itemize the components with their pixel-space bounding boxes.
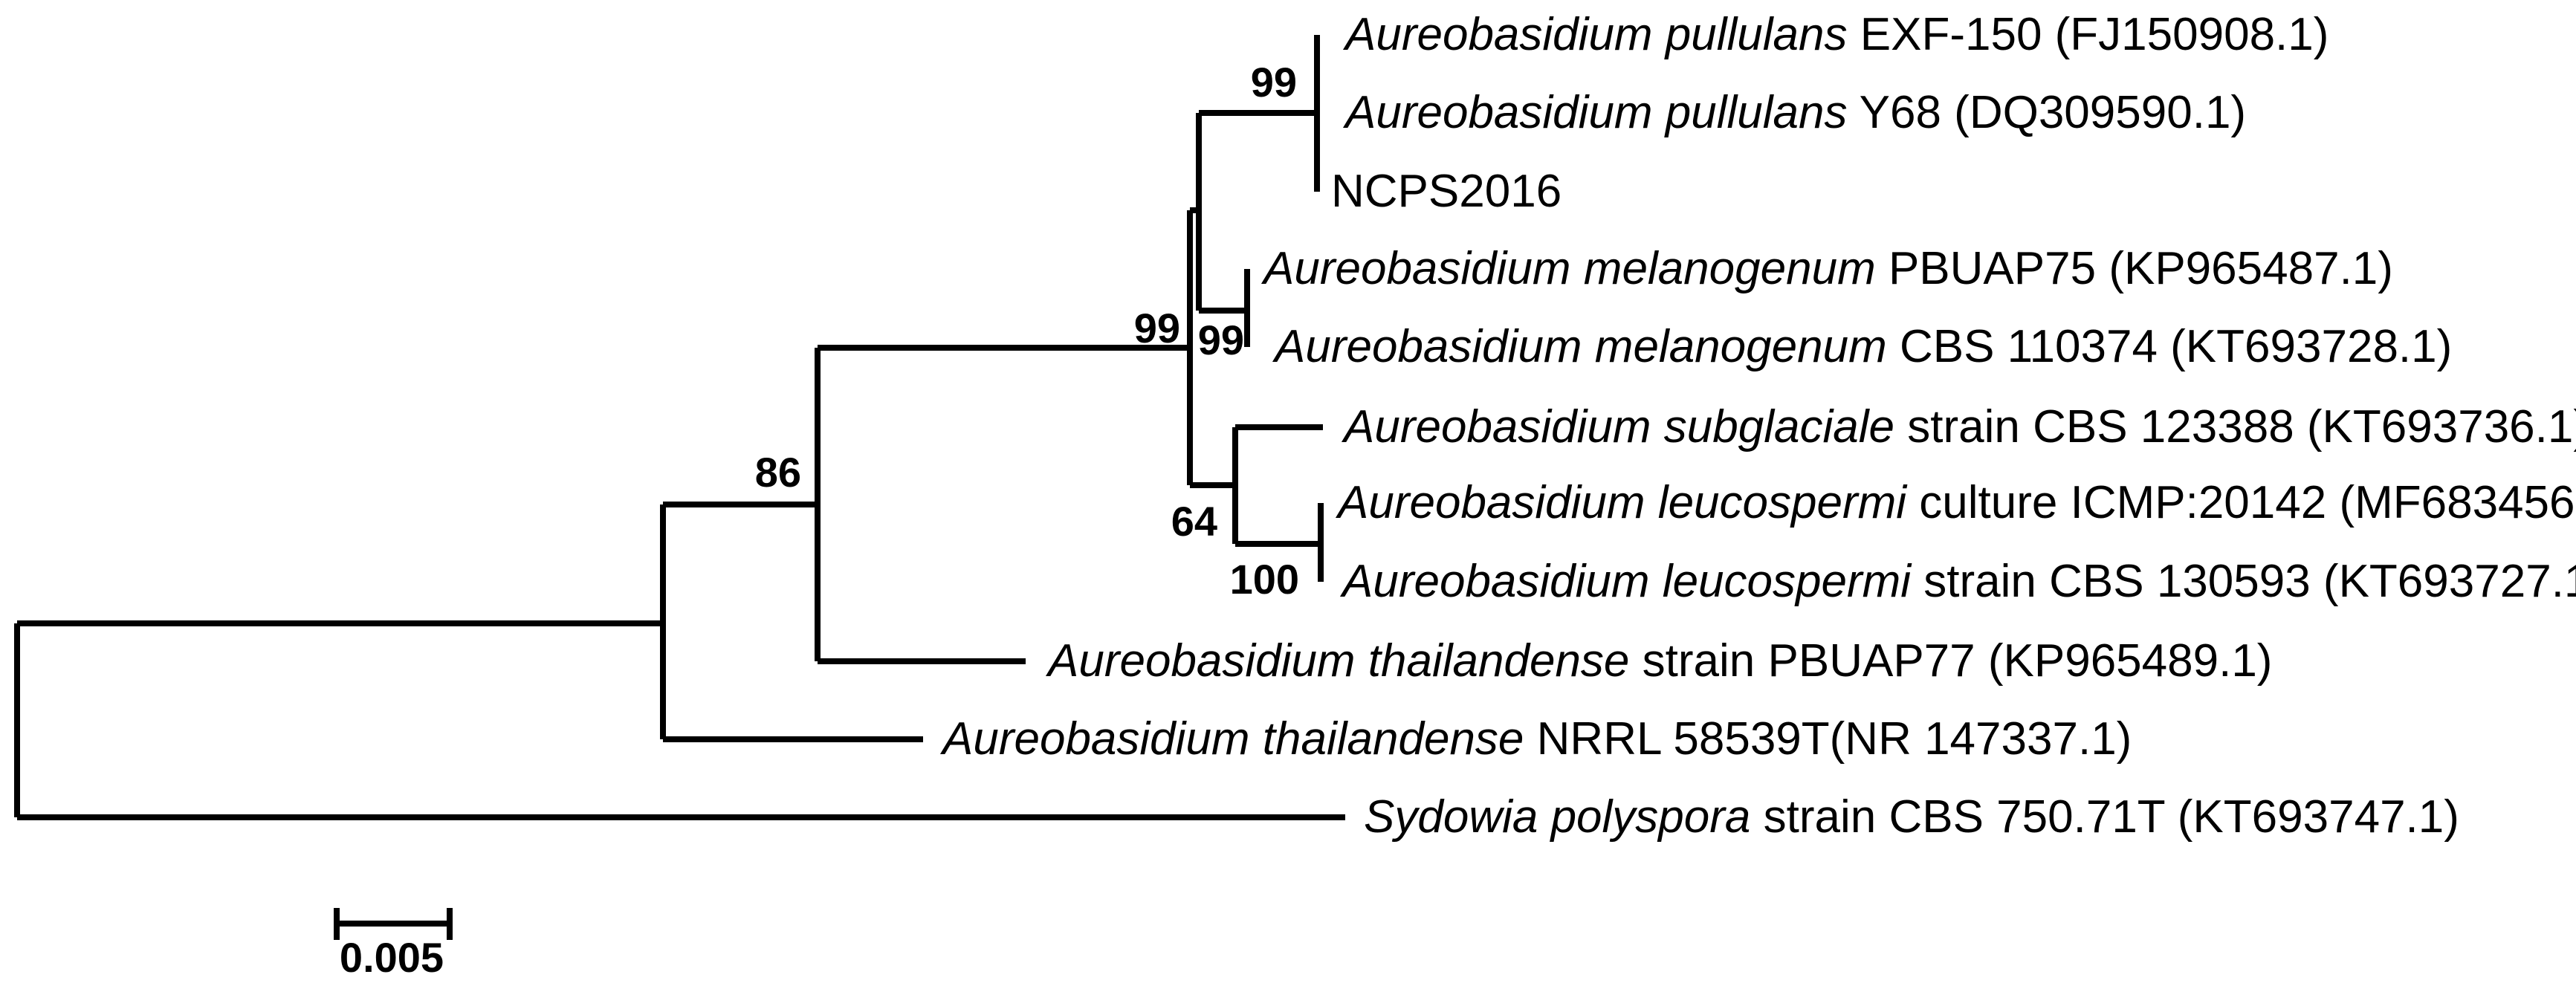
taxon-scientific-name: Sydowia polyspora <box>1364 791 1751 843</box>
taxon-strain-accession: NRRL 58539T(NR 147337.1) <box>1524 713 2132 765</box>
taxon-strain-accession: NCPS2016 <box>1331 166 1562 217</box>
taxon-label: Aureobasidium thailandense strain PBUAP7… <box>1048 638 2272 684</box>
taxon-strain-accession: culture ICMP:20142 (MF683456.1) <box>1906 477 2576 528</box>
taxon-strain-accession: strain CBS 750.71T (KT693747.1) <box>1750 791 2459 843</box>
bootstrap-value: 86 <box>754 449 801 496</box>
taxon-scientific-name: Aureobasidium leucospermi <box>1338 477 1907 528</box>
taxon-label: Aureobasidium leucospermi strain CBS 130… <box>1342 559 2576 605</box>
taxon-strain-accession: strain CBS 130593 (KT693727.1) <box>1911 556 2576 607</box>
taxon-strain-accession: EXF-150 (FJ150908.1) <box>1847 9 2329 60</box>
taxon-label: Aureobasidium melanogenum CBS 110374 (KT… <box>1275 324 2452 370</box>
taxon-strain-accession: Y68 (DQ309590.1) <box>1847 87 2247 138</box>
taxon-scientific-name: Aureobasidium melanogenum <box>1263 243 1876 294</box>
taxon-label: Aureobasidium melanogenum PBUAP75 (KP965… <box>1263 246 2393 292</box>
taxon-scientific-name: Aureobasidium subglaciale <box>1344 401 1895 452</box>
taxon-label: Aureobasidium pullulans Y68 (DQ309590.1) <box>1345 90 2246 136</box>
bootstrap-value: 64 <box>1171 498 1217 545</box>
taxon-scientific-name: Aureobasidium leucospermi <box>1342 556 1912 607</box>
taxon-scientific-name: Aureobasidium pullulans <box>1345 87 1848 138</box>
taxon-label: Aureobasidium subglaciale strain CBS 123… <box>1344 404 2576 450</box>
bootstrap-value: 99 <box>1133 305 1180 351</box>
taxon-scientific-name: Aureobasidium melanogenum <box>1275 321 1887 372</box>
taxon-label: Aureobasidium thailandense NRRL 58539T(N… <box>942 716 2132 762</box>
taxon-scientific-name: Aureobasidium pullulans <box>1345 9 1848 60</box>
taxon-label: NCPS2016 <box>1331 169 1562 215</box>
taxon-strain-accession: strain PBUAP77 (KP965489.1) <box>1629 635 2273 687</box>
bootstrap-value: 99 <box>1197 317 1244 363</box>
scale-bar-label: 0.005 <box>339 934 444 981</box>
taxon-label: Sydowia polyspora strain CBS 750.71T (KT… <box>1364 794 2459 840</box>
taxon-strain-accession: strain CBS 123388 (KT693736.1) <box>1894 401 2576 452</box>
taxon-scientific-name: Aureobasidium thailandense <box>942 713 1524 765</box>
bootstrap-value: 99 <box>1250 59 1297 106</box>
taxon-strain-accession: CBS 110374 (KT693728.1) <box>1886 321 2453 372</box>
taxon-label: Aureobasidium leucospermi culture ICMP:2… <box>1338 480 2576 526</box>
bootstrap-value: 100 <box>1229 556 1299 603</box>
taxon-strain-accession: PBUAP75 (KP965487.1) <box>1875 243 2393 294</box>
taxon-scientific-name: Aureobasidium thailandense <box>1048 635 1630 687</box>
taxon-label: Aureobasidium pullulans EXF-150 (FJ15090… <box>1345 12 2329 58</box>
